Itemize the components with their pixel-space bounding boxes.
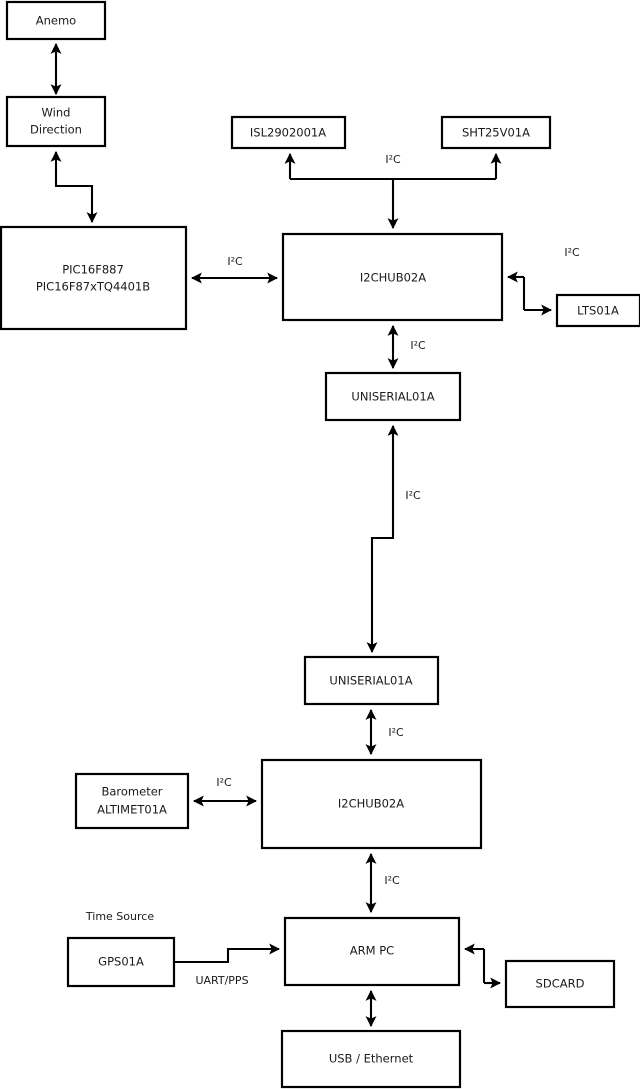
edge-label-barometer-hub: I²C <box>216 776 232 789</box>
node-label-pic-line1: PIC16F887 <box>62 263 124 277</box>
node-wind-direction[interactable]: Wind Direction <box>5 95 107 148</box>
node-label-lts01a: LTS01A <box>577 304 619 318</box>
edge-label-gps-armpc: UART/PPS <box>195 974 248 987</box>
edge-label-hub-uniserial: I²C <box>410 339 426 352</box>
node-label-anemo: Anemo <box>36 14 76 28</box>
node-lts01a[interactable]: LTS01A <box>555 293 640 328</box>
node-label-i2chub02a-bottom: I2CHUB02A <box>338 797 404 811</box>
edge-label-pic-hub: I²C <box>227 255 243 268</box>
node-label-isl2902001a: ISL2902001A <box>250 126 326 140</box>
edge-label-hub-isl-sht: I²C <box>385 153 401 166</box>
node-i2chub02a-bottom[interactable]: I2CHUB02A <box>260 758 483 850</box>
node-label-uniserial01a-lower: UNISERIAL01A <box>329 674 412 688</box>
edges-layer: I²C I²C I²C I²C I²C I²C I²C <box>50 42 580 1028</box>
node-sht25v01a[interactable]: SHT25V01A <box>440 115 552 150</box>
node-label-i2chub02a-top: I2CHUB02A <box>360 271 426 285</box>
node-label-pic-line2: PIC16F87xTQ4401B <box>36 280 150 294</box>
node-label-sht25v01a: SHT25V01A <box>462 126 530 140</box>
edge-winddir-pic <box>50 150 98 224</box>
free-labels-layer: Time Source <box>85 910 154 923</box>
node-label-gps01a: GPS01A <box>98 955 144 969</box>
node-pic-mcu[interactable]: PIC16F887 PIC16F87xTQ4401B <box>0 225 188 331</box>
node-isl2902001a[interactable]: ISL2902001A <box>230 115 347 150</box>
node-label-uniserial01a-upper: UNISERIAL01A <box>351 390 434 404</box>
node-barometer-altimet01a[interactable]: Barometer ALTIMET01A <box>74 772 190 830</box>
node-label-wind-direction-line2: Direction <box>30 123 82 137</box>
node-label-sdcard: SDCARD <box>536 977 585 991</box>
edge-gps-armpc <box>174 943 281 964</box>
node-anemo[interactable]: Anemo <box>5 0 107 41</box>
node-label-usb-ethernet: USB / Ethernet <box>329 1052 414 1066</box>
node-gps01a[interactable]: GPS01A <box>66 936 176 988</box>
node-sdcard[interactable]: SDCARD <box>504 959 616 1009</box>
edge-label-uniserial-uniserial: I²C <box>405 489 421 502</box>
node-label-wind-direction-line1: Wind <box>42 106 71 120</box>
label-time-source: Time Source <box>85 910 154 923</box>
edge-label-hub-bot-armpc: I²C <box>384 874 400 887</box>
edge-label-hub-lts: I²C <box>564 246 580 259</box>
node-label-barometer-line2: ALTIMET01A <box>97 803 167 817</box>
node-uniserial01a-upper[interactable]: UNISERIAL01A <box>324 371 462 422</box>
node-usb-ethernet[interactable]: USB / Ethernet <box>280 1029 462 1089</box>
edge-uniserial-uniserial <box>366 424 399 654</box>
edge-label-uniserial-hub-bot: I²C <box>388 726 404 739</box>
node-i2chub02a-top[interactable]: I2CHUB02A <box>281 232 504 322</box>
node-arm-pc[interactable]: ARM PC <box>283 916 461 987</box>
node-uniserial01a-lower[interactable]: UNISERIAL01A <box>303 655 440 706</box>
node-label-barometer-line1: Barometer <box>101 785 162 799</box>
node-label-arm-pc: ARM PC <box>350 944 394 958</box>
